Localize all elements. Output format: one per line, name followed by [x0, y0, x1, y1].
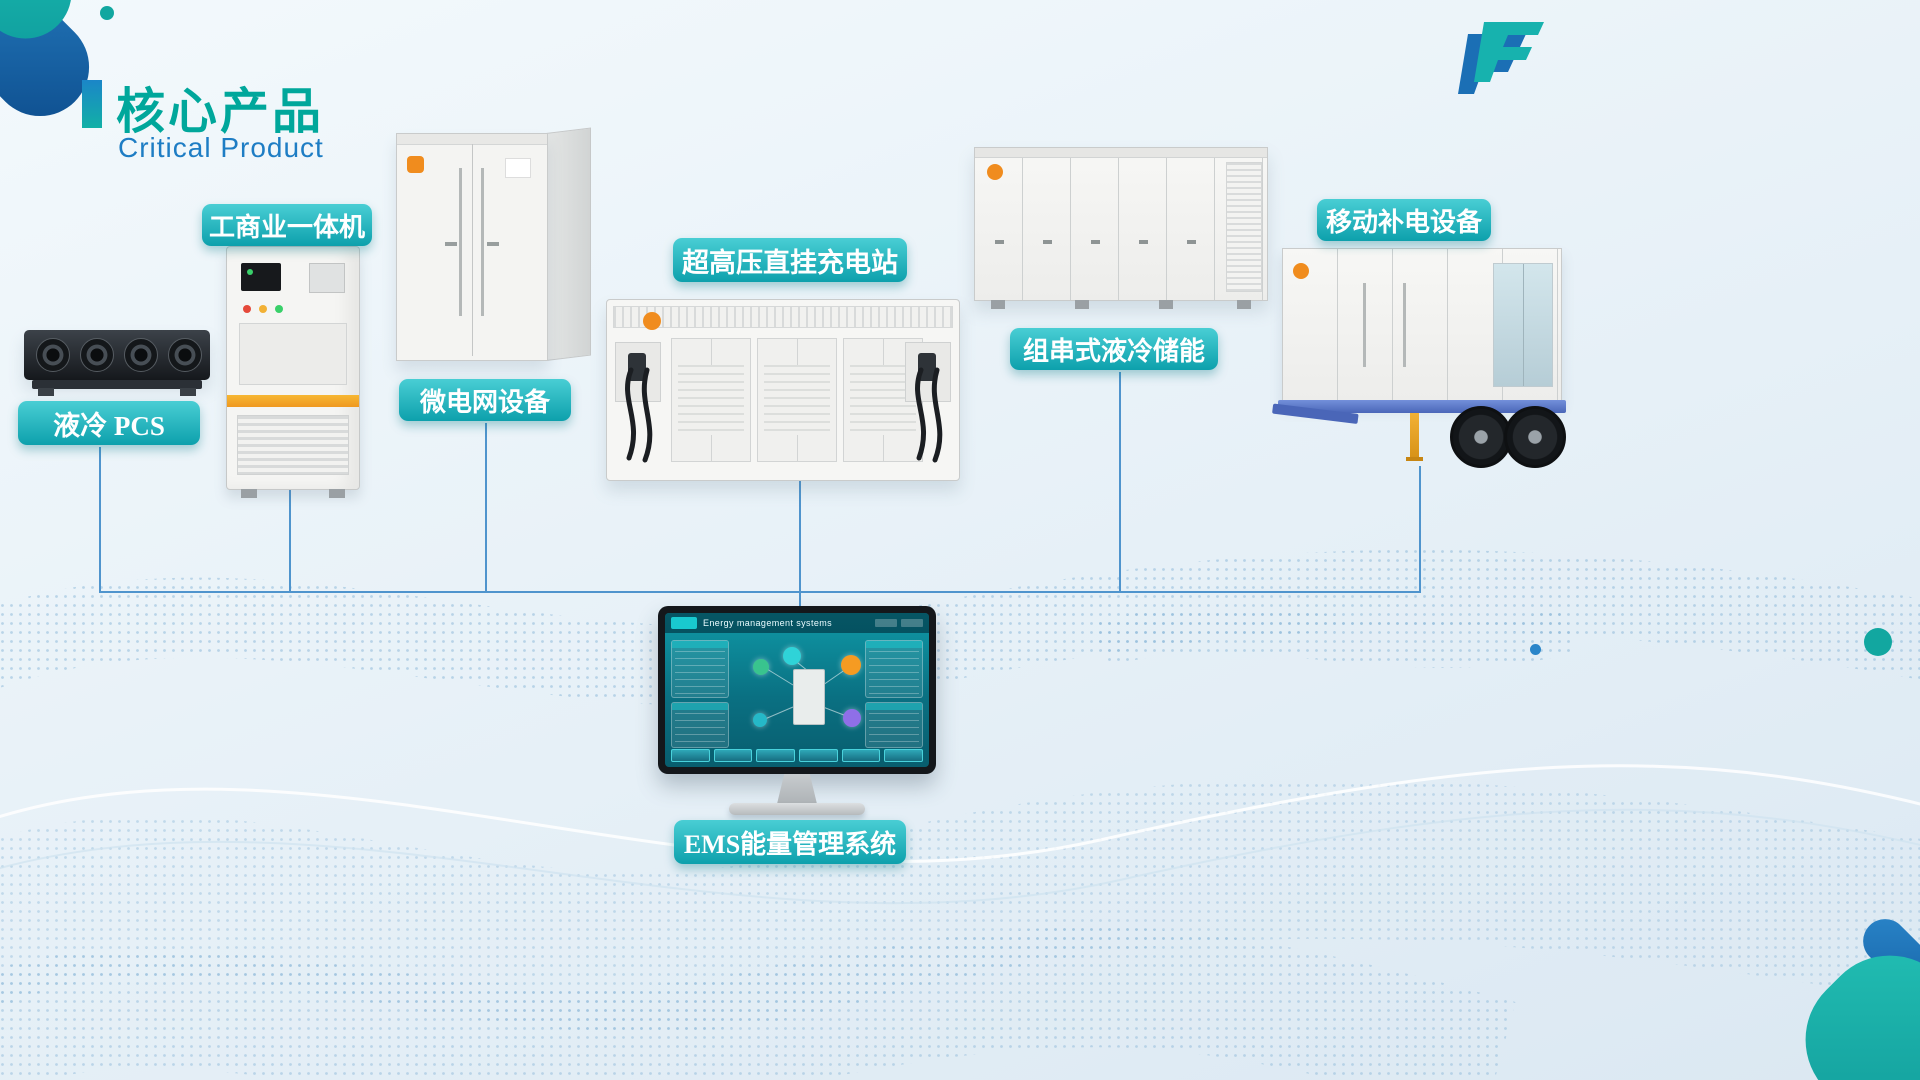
- container-door-seam: [472, 144, 473, 356]
- ems-screen-button: [884, 749, 924, 762]
- product-charging-station-illustration: [606, 299, 960, 481]
- label-mobile-charging: 移动补电设备: [1317, 199, 1491, 241]
- label-liquid-pcs: 液冷 PCS: [18, 401, 200, 445]
- ems-node-teal: [783, 647, 801, 665]
- product-mobile-charging-trailer-illustration: [1272, 248, 1566, 468]
- label-microgrid: 微电网设备: [399, 379, 571, 421]
- ems-screen-button: [713, 749, 753, 762]
- trailer-wheel-icon: [1504, 406, 1566, 468]
- container-roof-edge: [975, 148, 1267, 158]
- door-handle: [445, 242, 457, 246]
- cabinet-indicator-light: [243, 305, 251, 313]
- cabinet-indicator-light: [259, 305, 267, 313]
- cabinet-indicator-light: [275, 305, 283, 313]
- page-title: 核心产品: [116, 85, 325, 139]
- door-handle: [1091, 240, 1100, 244]
- trailer-container: [1282, 248, 1562, 402]
- charging-gun-icon: [918, 353, 936, 381]
- ems-screen-button: [799, 749, 838, 762]
- door-lock-rod: [481, 168, 484, 316]
- door-lock-rod: [1403, 283, 1406, 367]
- product-string-storage-illustration: [974, 147, 1268, 309]
- cabinet-vent-grille: [237, 415, 349, 475]
- ems-panel: [865, 702, 923, 748]
- station-door: [757, 338, 837, 462]
- container-foot: [1159, 300, 1173, 309]
- ems-node-green: [753, 659, 769, 675]
- pcs-fan-icon: [168, 338, 202, 372]
- door-handle: [995, 240, 1004, 244]
- charging-gun-icon: [628, 353, 646, 381]
- cabinet-control-panel: [309, 263, 345, 293]
- right-edge-dot: [1864, 628, 1892, 656]
- label-ems-system: EMS能量管理系统: [674, 820, 906, 864]
- ems-panel: [671, 702, 729, 748]
- brand-badge-icon: [643, 312, 661, 330]
- station-roof-vent: [613, 306, 953, 328]
- page-subtitle: Critical Product: [118, 132, 324, 163]
- container-foot: [1237, 300, 1251, 309]
- door-handle: [487, 242, 499, 246]
- ems-screen-button: [671, 749, 710, 762]
- cabinet-foot: [329, 489, 345, 498]
- door-handle: [1043, 240, 1052, 244]
- ems-screen-button: [756, 749, 796, 762]
- cabinet-foot: [241, 489, 257, 498]
- container-foot: [991, 300, 1005, 309]
- brand-badge-icon: [987, 164, 1003, 180]
- label-all-in-one: 工商业一体机: [202, 204, 372, 246]
- monitor-stand-base: [729, 803, 865, 815]
- door-lock-rod: [1363, 283, 1366, 367]
- trailer-landing-leg: [1406, 413, 1423, 461]
- ems-button-row: [671, 749, 924, 762]
- pcs-foot: [180, 388, 196, 396]
- monitor-bezel: Energy management systems: [658, 606, 936, 774]
- product-all-in-one-cabinet-illustration: [226, 246, 360, 498]
- ems-screen-button: [841, 749, 881, 762]
- charge-dispenser: [615, 342, 661, 402]
- brand-badge-icon: [1293, 263, 1309, 279]
- pcs-fan-icon: [124, 338, 158, 372]
- monitor-stand-neck: [777, 774, 817, 804]
- brand-logo-icon: [1458, 22, 1544, 94]
- label-string-storage: 组串式液冷储能: [1010, 328, 1218, 370]
- station-door: [671, 338, 751, 462]
- pcs-mounting-base: [32, 380, 202, 389]
- ems-screen: Energy management systems: [665, 613, 929, 767]
- door-handle: [1139, 240, 1148, 244]
- cabinet-orange-stripe: [227, 395, 359, 407]
- door-louver: [678, 365, 744, 435]
- ems-panel: [865, 640, 923, 698]
- container-vent-grille: [1226, 162, 1262, 292]
- product-microgrid-container-illustration: [396, 127, 591, 364]
- brand-badge-icon: [407, 156, 424, 173]
- ems-node-orange: [841, 655, 861, 675]
- pcs-fan-icon: [80, 338, 114, 372]
- charge-dispenser: [905, 342, 951, 402]
- container-foot: [1075, 300, 1089, 309]
- ems-node-purple: [843, 709, 861, 727]
- product-liquid-pcs-illustration: [24, 330, 210, 396]
- trailer-wheel-icon: [1450, 406, 1512, 468]
- door-louver: [764, 365, 830, 435]
- label-charging-station: 超高压直挂充电站: [673, 238, 907, 282]
- container-side-face: [546, 127, 591, 361]
- trailer-glass-panel: [1493, 263, 1553, 387]
- cabinet-display-screen: [241, 263, 281, 291]
- door-handle: [1187, 240, 1196, 244]
- cabinet-door-panel: [239, 323, 347, 385]
- ems-center-cabinet: [793, 669, 825, 725]
- ems-monitor: Energy management systems: [658, 606, 936, 818]
- door-lock-rod: [459, 168, 462, 316]
- ems-node-cyan: [753, 713, 767, 727]
- container-front-face: [396, 133, 548, 361]
- pcs-fan-icon: [36, 338, 70, 372]
- corner-dot-top-left: [100, 6, 114, 20]
- rating-plate: [505, 158, 531, 178]
- ems-panel: [671, 640, 729, 698]
- pcs-foot: [38, 388, 54, 396]
- title-accent-bar: [82, 80, 102, 128]
- small-blue-dot: [1530, 644, 1541, 655]
